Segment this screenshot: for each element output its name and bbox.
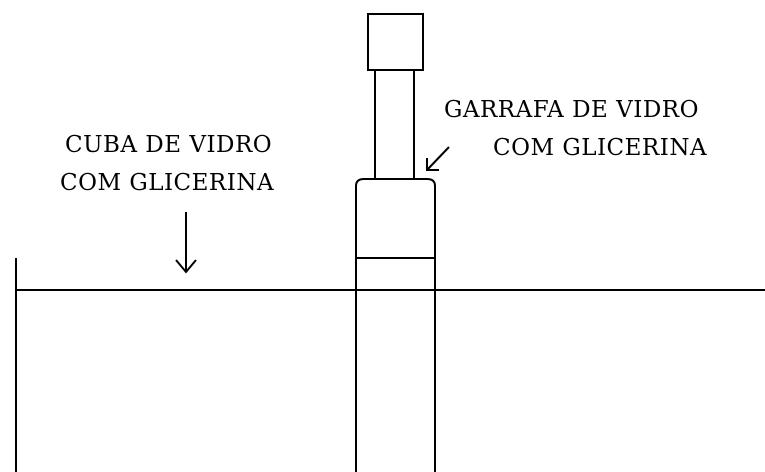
glass-tub <box>15 258 765 472</box>
tub-label-line2: COM GLICERINA <box>60 170 274 196</box>
bottle-label-line2: COM GLICERINA <box>493 135 707 161</box>
glass-bottle <box>355 13 436 472</box>
bottle-cap <box>367 13 424 71</box>
bottle-arrow <box>426 146 450 171</box>
bottle-body <box>355 178 436 472</box>
bottle-label-line1: GARRAFA DE VIDRO <box>444 97 699 123</box>
tub-label-line1: CUBA DE VIDRO <box>65 132 272 158</box>
tub-arrow <box>175 212 197 274</box>
